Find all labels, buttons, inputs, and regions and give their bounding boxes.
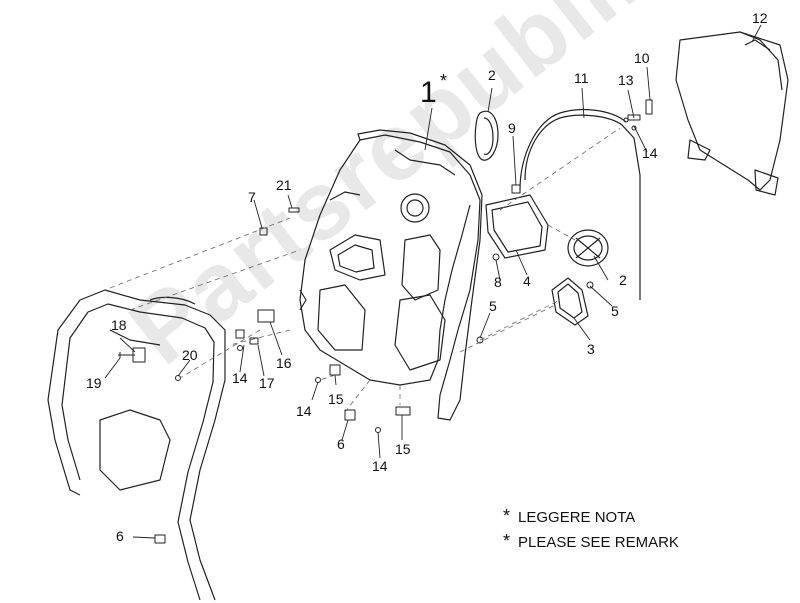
callout-10: 10 bbox=[634, 50, 650, 66]
callout-6-middle: 6 bbox=[337, 436, 345, 452]
callout-4: 4 bbox=[523, 273, 531, 289]
callout-7: 7 bbox=[248, 189, 256, 205]
callout-2-top: 2 bbox=[488, 67, 496, 83]
callout-9: 9 bbox=[508, 120, 516, 136]
callout-16: 16 bbox=[276, 355, 292, 371]
round-cover-part-2-top bbox=[474, 110, 499, 161]
callout-14-bottom: 14 bbox=[372, 458, 388, 474]
note-star-2: * bbox=[503, 531, 511, 551]
callout-15-bottom: 15 bbox=[395, 441, 411, 457]
fasteners bbox=[118, 99, 653, 544]
callout-14-right: 14 bbox=[642, 145, 658, 161]
callout-3: 3 bbox=[587, 341, 595, 357]
callout-21: 21 bbox=[276, 177, 292, 193]
callout-14-left: 14 bbox=[232, 370, 248, 386]
callout-19: 19 bbox=[86, 375, 102, 391]
callout-17: 17 bbox=[259, 375, 275, 391]
lid-part-4 bbox=[485, 194, 549, 259]
back-shield-part-1 bbox=[299, 129, 483, 421]
callout-11: 11 bbox=[574, 70, 589, 86]
seal-part-11 bbox=[519, 108, 641, 300]
callout-1: 1 bbox=[420, 76, 437, 109]
bracket-part-3 bbox=[551, 277, 589, 326]
door-part-12 bbox=[675, 31, 789, 196]
note-text-1: LEGGERE NOTA bbox=[518, 509, 636, 526]
leader-lines bbox=[104, 24, 762, 539]
note-star-1: * bbox=[503, 506, 511, 526]
note-please-see-remark: * PLEASE SEE REMARK bbox=[503, 532, 679, 550]
projection-lines bbox=[109, 127, 621, 413]
callout-20: 20 bbox=[182, 347, 198, 363]
callout-14-middle: 14 bbox=[296, 403, 312, 419]
note-text-2: PLEASE SEE REMARK bbox=[518, 534, 679, 551]
callout-15-middle: 15 bbox=[328, 391, 344, 407]
callout-8: 8 bbox=[494, 274, 502, 290]
callout-5-left: 5 bbox=[489, 298, 497, 314]
note-leggere-nota: * LEGGERE NOTA bbox=[503, 507, 635, 525]
round-cap-part-2-bottom bbox=[567, 229, 609, 267]
callout-12: 12 bbox=[752, 10, 768, 26]
leg-shield-frame bbox=[47, 289, 226, 601]
callout-18: 18 bbox=[111, 317, 127, 333]
callout-6-bottom: 6 bbox=[116, 528, 124, 544]
callout-13: 13 bbox=[618, 72, 634, 88]
callout-2-bottom: 2 bbox=[619, 272, 627, 288]
callout-1-asterisk: * bbox=[440, 71, 448, 91]
callout-5-right: 5 bbox=[611, 303, 619, 319]
